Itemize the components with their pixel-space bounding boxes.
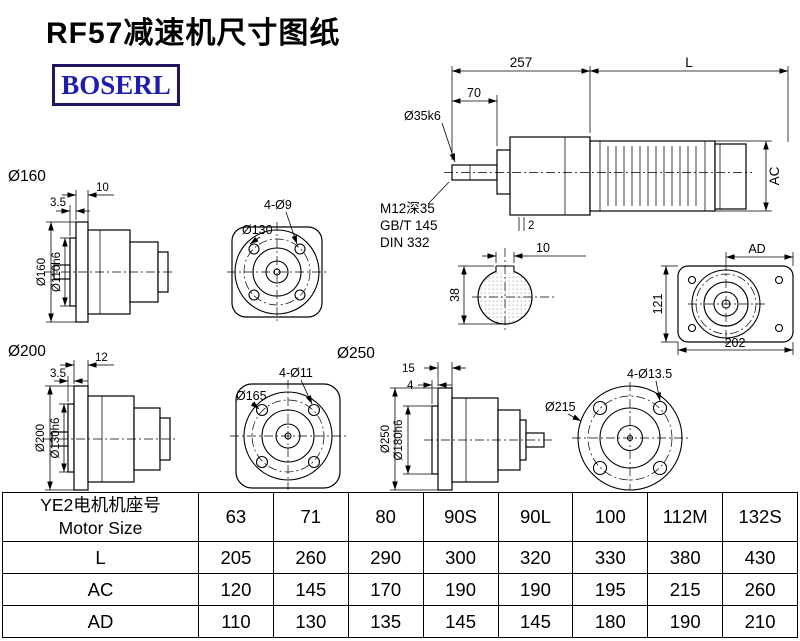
dim-bolt-holes: 4-Ø9 — [264, 198, 292, 212]
dim-d110: Ø110h6 — [51, 252, 63, 292]
table-cell: 205 — [198, 541, 274, 574]
dim-10: 10 — [96, 182, 109, 194]
note-gb-standard: GB/T 145 — [380, 218, 438, 233]
row-label: AC — [2, 573, 199, 606]
table-cell: 120 — [198, 573, 274, 606]
bearing-cap — [496, 149, 511, 195]
note-tap: M12深35 — [380, 201, 435, 216]
dim-bolt-holes: 4-Ø11 — [279, 366, 313, 380]
table-cell: 320 — [497, 541, 574, 574]
table-cell: 215 — [647, 573, 724, 606]
dim-3-5: 3.5 — [50, 368, 66, 380]
dim-4: 4 — [407, 380, 414, 392]
note-din-standard: DIN 332 — [380, 235, 430, 250]
table-cell: 180 — [572, 605, 649, 638]
flange-250-side-view: Ø250 15 4 Ø250 Ø180h6 — [337, 345, 552, 491]
table-header-cn: YE2电机机座号 — [40, 495, 161, 516]
table-cell: 330 — [572, 541, 649, 574]
motor-size: 63 — [198, 492, 274, 542]
dim-d250: Ø250 — [380, 425, 392, 453]
dim-d130: Ø130 — [242, 223, 273, 237]
dim-2: 2 — [528, 220, 534, 232]
dim-15: 15 — [402, 363, 415, 375]
dim-257: 257 — [510, 55, 533, 70]
motor-size: 90S — [422, 492, 499, 542]
motor-size-table: YE2电机机座号 Motor Size 63 71 80 90S 90L 100… — [2, 492, 798, 638]
table-row-AC: AC 120 145 170 190 190 195 215 260 — [2, 573, 798, 606]
dim-70: 70 — [467, 86, 481, 100]
dim-3-5: 3.5 — [50, 197, 66, 209]
flange — [73, 385, 89, 491]
motor-size: 90L — [497, 492, 574, 542]
flange-130-front-view: 4-Ø9 Ø130 — [227, 198, 327, 322]
table-cell: 145 — [497, 605, 574, 638]
table-cell: 145 — [272, 573, 349, 606]
table-cell: 210 — [722, 605, 798, 638]
main-side-view: 257 L 70 Ø35k6 AC M12深35 GB/T 145 DIN 33… — [380, 55, 789, 250]
motor-size: 71 — [272, 492, 349, 542]
table-header-motor-size: YE2电机机座号 Motor Size — [2, 492, 199, 542]
table-header-row: YE2电机机座号 Motor Size 63 71 80 90S 90L 100… — [2, 492, 798, 542]
view-label-250: Ø250 — [337, 345, 375, 362]
motor-size: 80 — [347, 492, 424, 542]
motor-body — [589, 140, 716, 212]
table-cell: 190 — [422, 573, 499, 606]
row-label: AD — [2, 605, 199, 638]
table-cell: 130 — [272, 605, 349, 638]
table-cell: 300 — [422, 541, 499, 574]
table-cell: 290 — [347, 541, 424, 574]
table-header-en: Motor Size — [58, 518, 143, 538]
table-cell: 380 — [647, 541, 724, 574]
table-cell: 135 — [347, 605, 424, 638]
table-cell: 430 — [722, 541, 798, 574]
brand-logo: BOSERL — [52, 64, 180, 106]
dim-12: 12 — [95, 352, 108, 364]
table-cell: 170 — [347, 573, 424, 606]
table-cell: 260 — [272, 541, 349, 574]
dim-202: 202 — [725, 336, 746, 350]
motor-size: 112M — [647, 492, 724, 542]
table-row-L: L 205 260 290 300 320 330 380 430 — [2, 541, 798, 574]
table-cell: 195 — [572, 573, 649, 606]
table-cell: 190 — [497, 573, 574, 606]
flange-160-side-view: Ø160 10 3.5 Ø160 Ø110h6 — [8, 168, 174, 323]
flange-165-front-view: 4-Ø11 Ø165 — [230, 366, 346, 490]
flange-215-front-view: 4-Ø13.5 Ø215 — [545, 367, 688, 491]
table-row-AD: AD 110 130 135 145 145 180 190 210 — [2, 605, 798, 638]
flange — [437, 387, 453, 491]
motor-end-view: AD 121 202 — [651, 242, 794, 355]
bolt-circle — [587, 395, 673, 481]
note-leader — [427, 181, 450, 205]
gearbox-housing — [509, 136, 591, 216]
dim-AC: AC — [767, 166, 782, 185]
shaft-key-section: 10 38 — [448, 241, 586, 333]
technical-drawing: 257 L 70 Ø35k6 AC M12深35 GB/T 145 DIN 33… — [8, 55, 794, 491]
motor-fins — [607, 146, 697, 206]
dim-key-width: 10 — [536, 241, 550, 255]
spigot — [67, 403, 75, 473]
view-label-200: Ø200 — [8, 343, 46, 360]
dim-121: 121 — [651, 294, 665, 315]
dim-d130h6: Ø130h6 — [50, 418, 62, 459]
motor-size: 100 — [572, 492, 649, 542]
flange-200-side-view: Ø200 12 3.5 Ø200 Ø130h6 — [8, 343, 176, 491]
table-cell: 260 — [722, 573, 798, 606]
dim-L: L — [685, 55, 693, 70]
dim-bolt-holes: 4-Ø13.5 — [627, 367, 672, 381]
table-cell: 145 — [422, 605, 499, 638]
row-label: L — [2, 541, 199, 574]
shaft-diameter-label: Ø35k6 — [404, 109, 441, 123]
dim-d160: Ø160 — [36, 258, 48, 286]
table-cell: 190 — [647, 605, 724, 638]
view-label-160: Ø160 — [8, 168, 46, 185]
dim-d180h6: Ø180h6 — [393, 420, 405, 461]
dim-AD: AD — [748, 242, 765, 256]
dim-d215: Ø215 — [545, 400, 576, 414]
dim-d200: Ø200 — [35, 424, 47, 452]
page-title: RF57减速机尺寸图纸 — [46, 17, 341, 50]
dim-key-height: 38 — [448, 288, 462, 302]
dim-d165: Ø165 — [236, 389, 267, 403]
table-cell: 110 — [198, 605, 274, 638]
motor-size: 132S — [722, 492, 798, 542]
